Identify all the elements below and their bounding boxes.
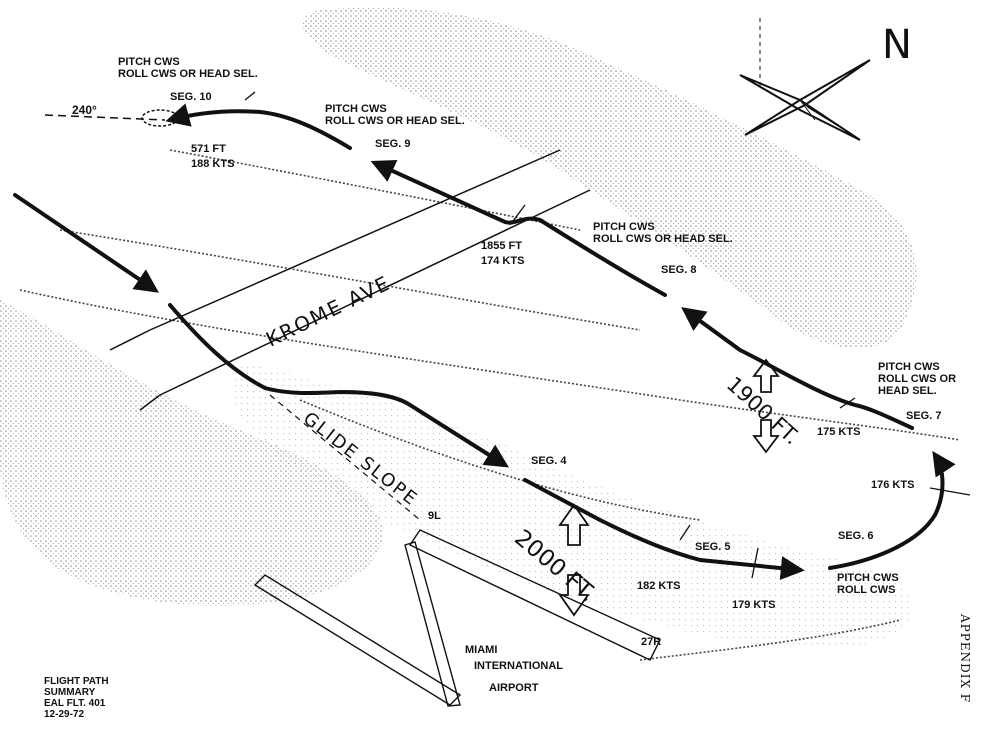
- segment-ticks: [244, 91, 971, 579]
- seg8-speed: 174 KTS: [481, 255, 525, 267]
- compass-needle: [800, 100, 860, 140]
- seg8-mode: PITCH CWS ROLL CWS OR HEAD SEL.: [593, 221, 733, 245]
- terrain-left: [0, 300, 383, 606]
- appendix-label: APPENDIX F: [958, 614, 972, 704]
- seg10-speed: 188 KTS: [191, 158, 235, 170]
- seg7-mode: PITCH CWS ROLL CWS OR HEAD SEL.: [878, 361, 957, 397]
- seg6-mode: PITCH CWS ROLL CWS: [837, 572, 899, 596]
- runways: [253, 529, 661, 707]
- seg10-altitude: 571 FT: [191, 143, 226, 155]
- seg5-name: SEG. 5: [695, 541, 731, 553]
- seg8-altitude: 1855 FT: [481, 240, 522, 252]
- seg6-name: SEG. 6: [838, 530, 874, 542]
- heading-label: 240°: [72, 103, 97, 117]
- airport-name-1: MIAMI: [465, 644, 498, 656]
- seg8-name: SEG. 8: [661, 264, 697, 276]
- seg4-name: SEG. 4: [531, 455, 567, 467]
- terrain-edge-lines: [19, 149, 961, 661]
- compass-icon: [739, 18, 871, 141]
- seg9-name: SEG. 9: [375, 138, 411, 150]
- seg10-name: SEG. 10: [170, 91, 212, 103]
- flight-path: [13, 103, 956, 581]
- airport-name-3: AIRPORT: [489, 682, 539, 694]
- altitude-arrow-1900: [752, 358, 780, 454]
- runway-9l-label: 9L: [428, 510, 441, 522]
- runway-27r-label: 27R: [641, 636, 662, 648]
- seg9-mode: PITCH CWS ROLL CWS OR HEAD SEL.: [325, 103, 465, 127]
- heading-line: [44, 114, 166, 121]
- seg7-speed-2: 176 KTS: [871, 479, 915, 491]
- seg10-loop: [141, 109, 179, 127]
- seg5-speed-2: 179 KTS: [732, 599, 776, 611]
- seg7-speed: 175 KTS: [817, 426, 861, 438]
- altitude-arrow-2000: [558, 503, 590, 617]
- seg7-name: SEG. 7: [906, 410, 942, 422]
- airport-name-2: INTERNATIONAL: [474, 660, 564, 672]
- north-label: N: [882, 22, 912, 68]
- seg5-speed: 182 KTS: [637, 580, 681, 592]
- terrain-upper-right: [302, 7, 917, 349]
- krome-ave-road: [109, 149, 591, 411]
- diagram-caption: FLIGHT PATH SUMMARY EAL FLT. 401 12-29-7…: [44, 676, 109, 720]
- seg10-mode: PITCH CWS ROLL CWS OR HEAD SEL.: [118, 56, 258, 80]
